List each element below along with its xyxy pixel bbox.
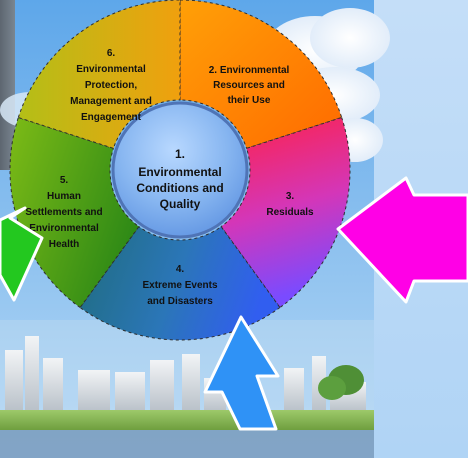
city-skyline bbox=[0, 320, 374, 458]
segment-3-line-1: 3. bbox=[286, 191, 295, 202]
segment-6-line-4: Management and bbox=[70, 96, 152, 107]
green-arrow bbox=[0, 206, 44, 302]
segment-6-shape[interactable] bbox=[17, 0, 181, 150]
center-line-1: Environmental bbox=[138, 165, 221, 179]
center-circle[interactable] bbox=[111, 101, 249, 239]
segment-6-line-3: Protection, bbox=[85, 80, 137, 91]
segment-5-line-4: Environmental bbox=[29, 223, 99, 234]
segment-2-shape[interactable] bbox=[179, 0, 343, 150]
center-line-3: Quality bbox=[160, 197, 201, 211]
segment-5-line-3: Settlements and bbox=[25, 207, 102, 218]
left-gray-block bbox=[0, 0, 15, 170]
segment-5-line-2: Human bbox=[47, 191, 81, 202]
segment-5-shape[interactable] bbox=[9, 116, 140, 309]
blue-arrow bbox=[203, 315, 280, 431]
segment-4-line-1: 4. bbox=[176, 264, 185, 275]
magenta-arrow bbox=[336, 176, 468, 304]
segment-2-line-2: Resources and bbox=[213, 80, 285, 91]
segment-2-line-1: 2. Environmental bbox=[209, 65, 290, 76]
segment-6-line-1: 6. bbox=[107, 48, 116, 59]
environment-ring-diagram: 1. Environmental Conditions and Quality … bbox=[9, 0, 351, 341]
segment-6-line-5: Engagement bbox=[81, 112, 142, 123]
segment-4-line-3: and Disasters bbox=[147, 296, 213, 307]
segment-6-line-2: Environmental bbox=[76, 64, 146, 75]
segment-2-line-3: their Use bbox=[228, 95, 271, 106]
arrows bbox=[0, 176, 468, 431]
center-number: 1. bbox=[175, 147, 185, 161]
segment-5-line-5: Health bbox=[49, 239, 80, 250]
segment-3-line-2: Residuals bbox=[266, 207, 314, 218]
segment-5-line-1: 5. bbox=[60, 175, 69, 186]
segment-4-line-2: Extreme Events bbox=[142, 280, 217, 291]
center-line-2: Conditions and bbox=[136, 181, 223, 195]
segment-4-shape[interactable] bbox=[79, 225, 281, 341]
segment-3-shape[interactable] bbox=[220, 116, 351, 309]
